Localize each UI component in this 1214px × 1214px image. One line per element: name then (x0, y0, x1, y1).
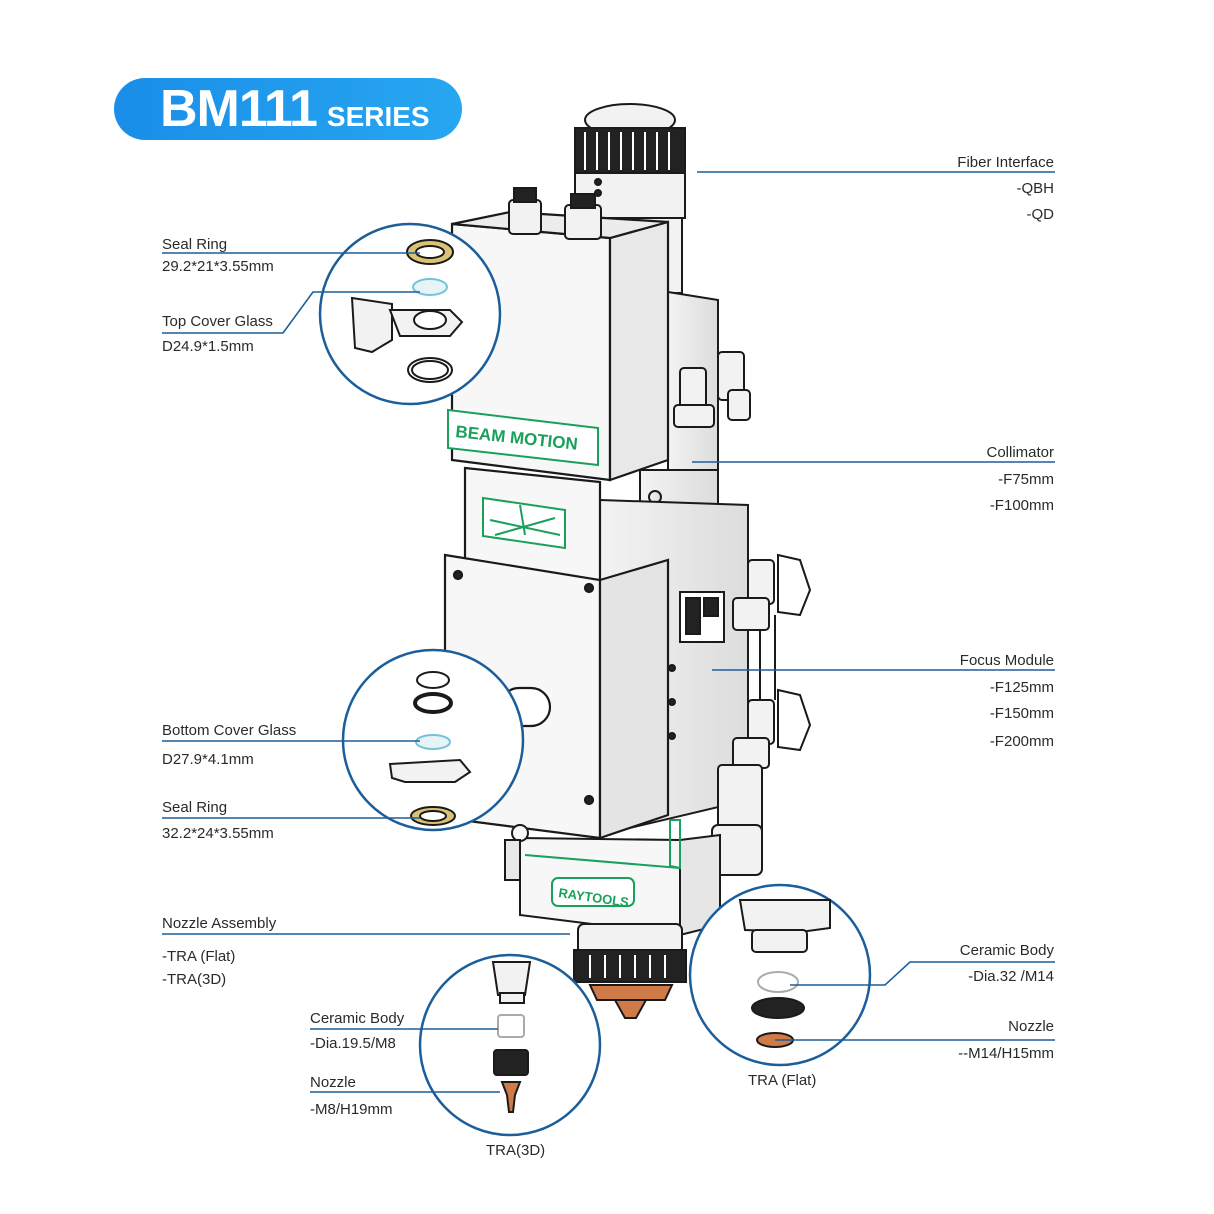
model-name: BM111 (160, 80, 318, 138)
ceramic-flat-title: Ceramic Body (959, 942, 1054, 959)
nozzle-flat-parts (738, 899, 831, 1048)
brand-plate: BEAM MOTION (447, 408, 599, 550)
collimator-title: Collimator (986, 444, 1054, 461)
nozzle-flat-spec: --M14/H15mm (958, 1045, 1054, 1062)
focus-opt-f125: -F125mm (989, 679, 1054, 696)
seal-ring-top-title: Seal Ring (162, 236, 228, 253)
fiber-interface-title: Fiber Interface (957, 154, 1054, 171)
nozzle-3d-spec: -M8/H19mm (310, 1101, 393, 1118)
nozzle-bottom (573, 923, 687, 1019)
focus-module-title: Focus Module (959, 652, 1054, 669)
top-connectors (508, 187, 602, 240)
air-fittings-lower (711, 553, 812, 876)
collimator-opt-f75: -F75mm (998, 471, 1054, 488)
ceramic-flat-spec: -Dia.32 /M14 (968, 968, 1054, 985)
top-cover-glass-title: Top Cover Glass (162, 313, 273, 330)
nozzle-3d-parts (491, 961, 532, 1113)
series-label: SERIES (326, 101, 430, 132)
seal-ring-bottom-title: Seal Ring (162, 799, 228, 816)
nozzle-3d-title: Nozzle (310, 1074, 356, 1091)
ceramic-3d-title: Ceramic Body (310, 1010, 405, 1027)
nozzle-assembly-title: Nozzle Assembly (162, 915, 277, 932)
series-badge: BM111 SERIES (114, 78, 462, 140)
fiber-opt-qd: -QD (1026, 206, 1055, 223)
caption-tra-flat: TRA (Flat) (748, 1072, 817, 1089)
top-parts (350, 239, 464, 383)
ceramic-3d-spec: -Dia.19.5/M8 (310, 1035, 396, 1052)
caption-tra-3d: TRA(3D) (486, 1142, 546, 1159)
leader-lines (162, 171, 1055, 1093)
collimator-opt-f100: -F100mm (989, 497, 1054, 514)
nozzle-housing: RAYTOOLS (504, 819, 721, 937)
nozzle-assembly-opt-3d: -TRA(3D) (162, 971, 227, 988)
bottom-parts (388, 671, 472, 826)
nozzle-flat-title: Nozzle (1008, 1018, 1054, 1035)
bottom-cover-glass-title: Bottom Cover Glass (162, 722, 297, 739)
top-cover-glass-spec: D24.9*1.5mm (162, 338, 254, 355)
fiber-opt-qbh: -QBH (1016, 180, 1055, 197)
detail-circle-3d (418, 953, 602, 1137)
bottom-cover-glass-spec: D27.9*4.1mm (162, 751, 254, 768)
focus-opt-f150: -F150mm (989, 705, 1054, 722)
air-fittings-upper (673, 351, 751, 428)
focus-opt-f200: -F200mm (989, 733, 1054, 750)
seal-ring-top-spec: 29.2*21*3.55mm (162, 258, 274, 275)
seal-ring-bottom-spec: 32.2*24*3.55mm (162, 825, 274, 842)
nozzle-assembly-opt-flat: -TRA (Flat) (162, 948, 236, 965)
